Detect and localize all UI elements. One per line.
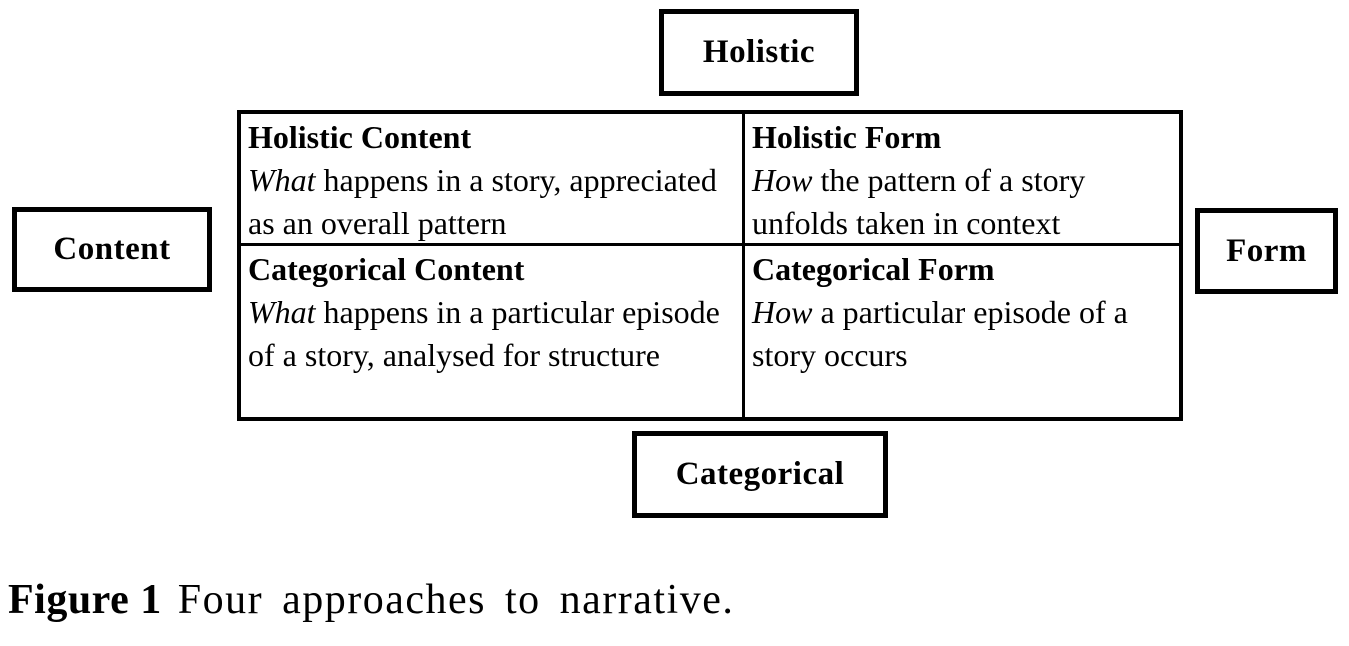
figure-caption-text: Four approaches to narrative. [177, 577, 735, 623]
cell-holistic-form-text: the pattern of a story unfolds taken in … [752, 162, 1086, 241]
cell-holistic-form-lead: How [752, 162, 813, 198]
figure-caption: Figure 1 Four approaches to narrative. [8, 574, 734, 627]
axis-box-form: Form [1195, 208, 1338, 294]
figure-caption-label: Figure 1 [8, 577, 162, 623]
cell-categorical-content-title: Categorical Content [248, 251, 525, 287]
cell-holistic-content-title: Holistic Content [248, 119, 472, 155]
cell-categorical-content-lead: What [248, 294, 316, 330]
cell-holistic-content-body: What happens in a story, appreciated as … [248, 159, 734, 243]
cell-categorical-content: Categorical Content What happens in a pa… [241, 246, 745, 417]
axis-label-form: Form [1226, 232, 1307, 269]
cell-categorical-content-body: What happens in a particular episode of … [248, 291, 734, 377]
axis-label-content: Content [53, 231, 171, 267]
cell-holistic-content-lead: What [248, 162, 316, 198]
cell-categorical-form-body: How a particular episode of a story occu… [752, 291, 1171, 377]
cell-categorical-form-text: a particular episode of a story occurs [752, 294, 1128, 373]
axis-box-content: Content [12, 207, 212, 292]
cell-holistic-form-body: How the pattern of a story unfolds taken… [752, 159, 1171, 243]
cell-categorical-form-title: Categorical Form [752, 251, 995, 287]
cell-holistic-form-title: Holistic Form [752, 119, 942, 155]
cell-categorical-content-text: happens in a particular episode of a sto… [248, 294, 720, 373]
cell-categorical-form: Categorical Form How a particular episod… [745, 246, 1179, 417]
axis-box-categorical: Categorical [632, 431, 888, 518]
cell-holistic-content-text: happens in a story, appreciated as an ov… [248, 162, 717, 241]
axis-box-holistic: Holistic [659, 9, 859, 96]
axis-label-categorical: Categorical [675, 456, 845, 492]
cell-holistic-form: Holistic Form How the pattern of a story… [745, 114, 1179, 246]
axis-label-holistic: Holistic [702, 34, 816, 70]
cell-holistic-content: Holistic Content What happens in a story… [241, 114, 745, 246]
narrative-approaches-matrix: Holistic Content What happens in a story… [237, 110, 1183, 421]
cell-categorical-form-lead: How [752, 294, 813, 330]
